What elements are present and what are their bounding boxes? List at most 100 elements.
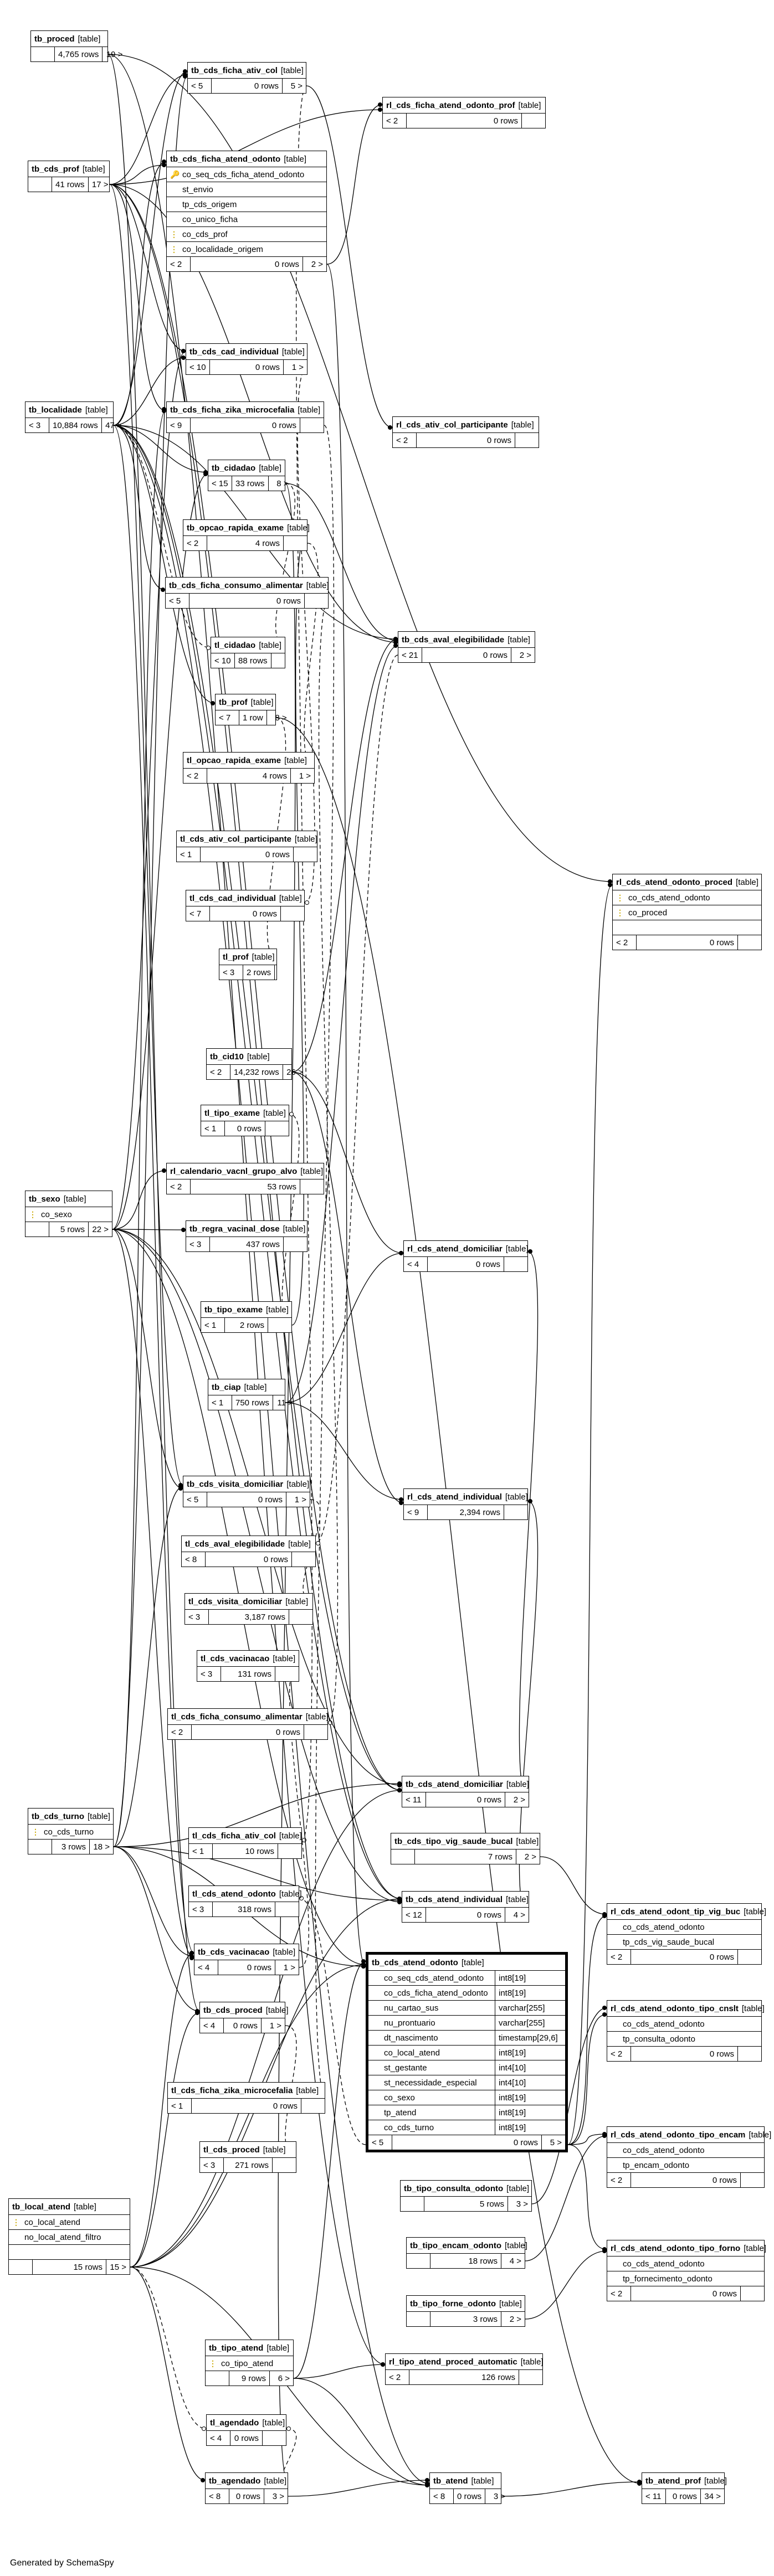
parents-link[interactable]: < 5	[187, 1495, 199, 1505]
table-column[interactable]: ⋮co_proced	[613, 905, 761, 920]
table-column[interactable]: ⋮co_local_atend	[9, 2215, 130, 2230]
table-column[interactable]: tp_cds_origem	[167, 197, 326, 212]
table-name[interactable]: tl_cds_visita_domiciliar	[188, 1596, 283, 1606]
children-link[interactable]: 19 >	[106, 49, 123, 59]
table-column[interactable]: co_cds_atend_odonto	[607, 2256, 764, 2271]
children-link[interactable]: 8 >	[276, 478, 289, 488]
children-link[interactable]: 3 >	[493, 2491, 506, 2501]
table-name[interactable]: rl_tipo_atend_proced_automatic	[389, 2357, 517, 2367]
table-column[interactable]: tp_encam_odonto	[607, 2158, 764, 2173]
parents-link[interactable]: < 3	[203, 2160, 216, 2170]
table-name[interactable]: tb_tipo_encam_odonto	[410, 2240, 502, 2250]
parents-link[interactable]: < 10	[189, 362, 206, 372]
children-link[interactable]	[268, 1318, 291, 1332]
table-column[interactable]: ⋮co_cds_atend_odonto	[613, 890, 761, 905]
parents-link[interactable]	[9, 2260, 32, 2274]
children-link[interactable]	[738, 935, 761, 950]
table-name[interactable]: tb_proced	[34, 34, 75, 44]
parents-link[interactable]: < 9	[170, 420, 182, 430]
parents-link[interactable]: < 11	[645, 2491, 662, 2501]
parents-link[interactable]	[28, 177, 52, 192]
table-name[interactable]: tb_tipo_exame	[204, 1305, 263, 1315]
table-name[interactable]: tb_cid10	[210, 1052, 244, 1062]
parents-link[interactable]	[401, 2197, 424, 2211]
children-link[interactable]: 1 >	[283, 1962, 295, 1972]
table-tb-cds-ficha-consumo-alimentar[interactable]: tb_cds_ficha_consumo_alimentar[table]< 5…	[165, 577, 329, 609]
table-tb-cds-ficha-zika-microcefalia[interactable]: tb_cds_ficha_zika_microcefalia[table]< 9…	[166, 401, 324, 433]
children-link[interactable]: 2 >	[519, 650, 531, 660]
parents-link[interactable]: < 5	[169, 596, 181, 606]
children-link[interactable]	[265, 1121, 289, 1136]
table-name[interactable]: tl_cidadao	[214, 640, 256, 650]
table-name[interactable]: tb_agendado	[209, 2476, 261, 2486]
children-link[interactable]: 2 >	[513, 1795, 525, 1805]
table-column[interactable]: ⋮co_tipo_atend	[206, 2356, 293, 2371]
children-link[interactable]	[304, 1725, 327, 1739]
table-name[interactable]: tb_cds_proced	[203, 2005, 263, 2015]
parents-link[interactable]: < 10	[214, 656, 231, 666]
parents-link[interactable]: < 3	[189, 1239, 202, 1249]
parents-link[interactable]: < 21	[402, 650, 418, 660]
parents-link[interactable]: < 2	[170, 259, 182, 269]
parents-link[interactable]: < 2	[210, 1067, 222, 1077]
children-link[interactable]: 17 >	[91, 179, 109, 189]
table-rl-cds-atend-odonto-tipo-cnslt[interactable]: rl_cds_atend_odonto_tipo_cnslt[table]co_…	[607, 2000, 765, 2062]
table-name[interactable]: rl_cds_atend_odont_tip_vig_buc	[611, 1907, 741, 1916]
table-column[interactable]: tp_cds_vig_saude_bucal	[607, 1935, 761, 1950]
children-link[interactable]	[741, 2286, 764, 2301]
parents-link[interactable]	[25, 1222, 49, 1237]
children-link[interactable]: 47 >	[105, 420, 122, 430]
table-name[interactable]: tb_prof	[219, 697, 248, 707]
parents-link[interactable]: < 1	[204, 1320, 217, 1330]
table-name[interactable]: tb_cds_atend_odonto	[372, 1957, 458, 1967]
table-name[interactable]: tb_cds_prof	[32, 164, 79, 174]
parents-link[interactable]: < 4	[210, 2433, 222, 2443]
table-name[interactable]: tb_cds_ficha_zika_microcefalia	[170, 405, 295, 415]
table-column[interactable]	[613, 920, 761, 935]
table-tb-cds-atend-odonto[interactable]: tb_cds_atend_odonto[table]co_seq_cds_ate…	[366, 1952, 568, 2152]
table-name[interactable]: tb_regra_vacinal_dose	[189, 1224, 280, 1234]
table-name[interactable]: rl_cds_atend_individual	[407, 1492, 502, 1502]
table-column[interactable]: co_cds_atend_odonto	[607, 2017, 761, 2032]
table-name[interactable]: tb_cds_ficha_consumo_alimentar	[169, 580, 303, 590]
table-name[interactable]: tb_cds_atend_individual	[406, 1894, 503, 1904]
table-name[interactable]: tb_ciap	[212, 1382, 241, 1392]
table-name[interactable]: tb_cds_ficha_atend_odonto	[170, 154, 281, 164]
table-column[interactable]: st_envio	[167, 182, 326, 197]
children-link[interactable]: 11 >	[277, 1398, 293, 1408]
parents-link[interactable]: < 2	[611, 2289, 623, 2299]
parents-link[interactable]: < 7	[219, 713, 231, 723]
children-link[interactable]	[738, 2047, 761, 2061]
table-name[interactable]: rl_cds_atend_odonto_proced	[616, 877, 733, 887]
children-link[interactable]: 4 >	[509, 2256, 521, 2266]
table-name[interactable]: tb_cds_cad_individual	[189, 347, 279, 357]
table-name[interactable]: rl_cds_atend_odonto_tipo_cnslt	[611, 2003, 739, 2013]
table-name[interactable]: tl_cds_ativ_col_participante	[180, 834, 291, 844]
children-link[interactable]	[300, 418, 324, 432]
table-name[interactable]: tl_cds_ficha_consumo_alimentar	[171, 1712, 303, 1722]
children-link[interactable]	[741, 2173, 764, 2187]
table-name[interactable]: tl_prof	[223, 952, 249, 962]
table-name[interactable]: tb_cidadao	[212, 463, 256, 473]
parents-link[interactable]: < 3	[192, 1904, 204, 1914]
